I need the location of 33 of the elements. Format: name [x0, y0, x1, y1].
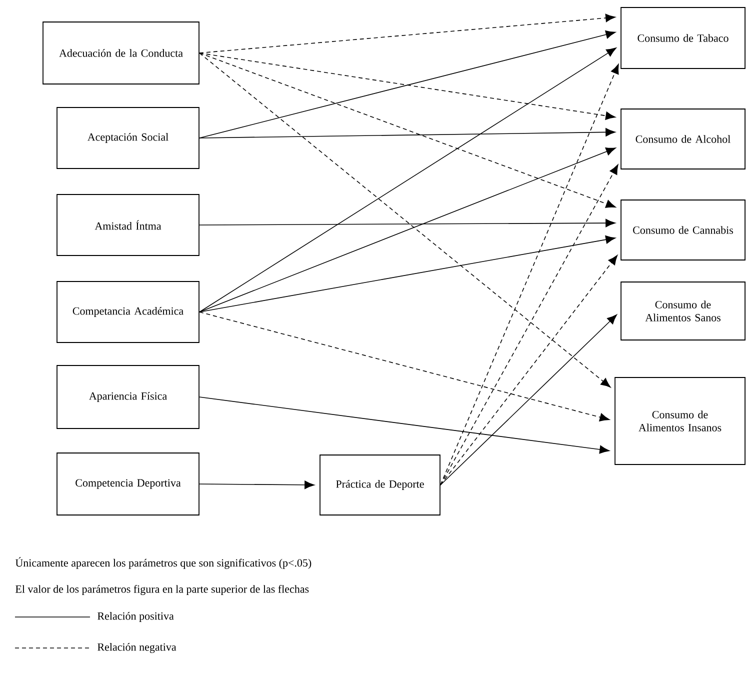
variable-box: Consumo de Alcohol [620, 108, 746, 170]
variable-box: Consumo de Tabaco [620, 7, 746, 69]
note-text: El valor de los parámetros figura en la parte superior de las flechas [16, 584, 309, 596]
note-text: Únicamente aparecen los parámetros que son significativos (p<.05) [15, 557, 312, 569]
variable-box: Consumo de Alimentos Sanos [620, 282, 746, 340]
arrow [199, 30, 616, 138]
arrow [440, 164, 618, 486]
arrow [199, 312, 610, 422]
variable-box: Práctica de Deporte [320, 454, 440, 516]
arrow [199, 48, 616, 312]
arrow [199, 14, 616, 54]
variable-box: Competencia Deportiva [56, 452, 200, 516]
arrow [199, 480, 314, 490]
variable-box: Competancia Académica [56, 281, 200, 343]
variable-box: Amistad Íntma [56, 194, 200, 256]
arrow [199, 218, 616, 228]
variable-box: Apariencia Física [56, 365, 200, 429]
arrow [199, 147, 616, 312]
arrow [199, 52, 616, 208]
variable-box: Consumo de Alimentos Insanos [614, 377, 746, 465]
arrow [440, 254, 618, 486]
arrow [199, 52, 616, 120]
legend-text: Relación negativa [98, 643, 176, 654]
arrow [199, 235, 616, 312]
variable-box: Adecuación de la Conducta [42, 22, 200, 84]
arrow [199, 52, 611, 388]
variable-box: Aceptación Social [56, 107, 200, 169]
arrow [199, 128, 616, 138]
arrow [440, 64, 619, 486]
arrow [199, 396, 610, 454]
variable-box: Consumo de Cannabis [620, 200, 746, 260]
legend-text: Relación positiva [98, 612, 174, 622]
arrow [440, 314, 617, 486]
